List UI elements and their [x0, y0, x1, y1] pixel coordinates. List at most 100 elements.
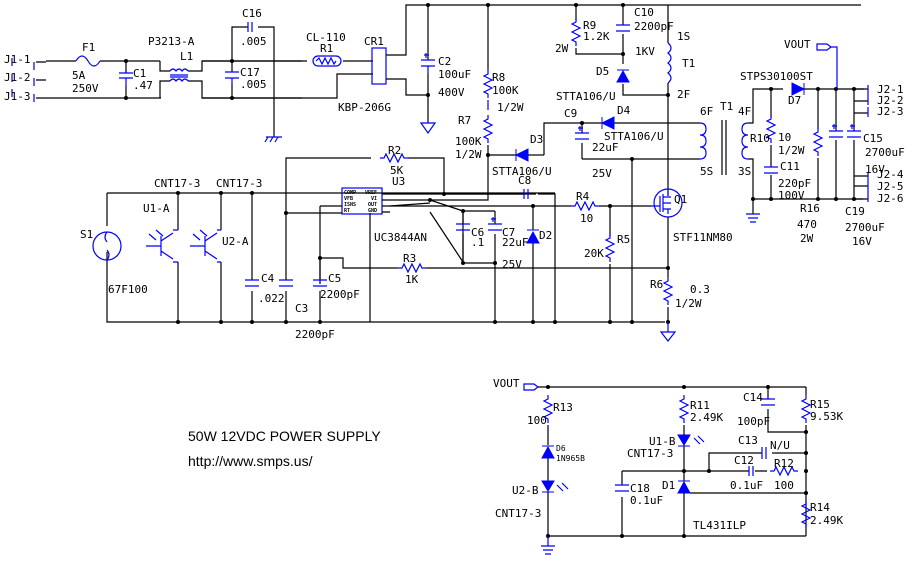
label-r4-value: 10 [580, 212, 593, 225]
capacitor-c8 [523, 189, 529, 199]
label-c6-value: .1 [471, 236, 484, 249]
input-connector-j1 [11, 58, 46, 102]
primary-ground-icon-2 [659, 322, 677, 342]
capacitor-c2 [421, 53, 435, 73]
capacitor-c5 [313, 279, 327, 287]
label-c9-value: 22uF [592, 141, 619, 154]
label-c14-value: 100pF [737, 415, 770, 428]
label-r16-wattage: 2W [800, 232, 814, 245]
resistor-r15 [801, 394, 811, 424]
label-c7-value: 22uF [502, 236, 529, 249]
label-d1: D1 [662, 479, 675, 492]
u3-pin-vfb: VFB [344, 196, 353, 202]
label-c11-voltage: 100V [778, 189, 805, 202]
fuse-f1 [75, 55, 101, 67]
label-r15-value: 9.53K [810, 410, 843, 423]
label-cr1: CR1 [364, 35, 384, 48]
resistor-r8 [483, 69, 493, 99]
label-d6: D6 [556, 444, 566, 453]
u3-pin-vref: VREF [365, 190, 377, 196]
resistor-r16 [813, 127, 823, 157]
label-c5: C5 [328, 272, 341, 285]
capacitor-c6 [456, 223, 470, 231]
label-r7: R7 [458, 114, 471, 127]
u3-pin-gnd: GND [368, 208, 377, 214]
label-r7-wattage: 1/2W [455, 148, 482, 161]
label-c6: C6 [471, 226, 484, 239]
label-r3-value: 1K [405, 273, 419, 286]
label-r14-value: 2.49K [810, 514, 843, 527]
label-u1b-part: CNT17-3 [627, 447, 673, 460]
label-r11: R11 [690, 399, 710, 412]
resistor-r7 [483, 114, 493, 144]
label-j2-3: J2-3 [877, 105, 904, 118]
label-r13-value: 100 [527, 414, 547, 427]
label-c13-value: N/U [770, 439, 790, 452]
label-j2-6: J2-6 [877, 192, 904, 205]
capacitor-c16 [247, 22, 253, 32]
label-r7-value: 100K [455, 135, 482, 148]
label-c4-value: .022 [258, 292, 285, 305]
label-r6-value: 0.3 [690, 283, 710, 296]
vout-port-icon-2 [523, 383, 539, 391]
label-r12: R12 [774, 457, 794, 470]
label-u1b: U1-B [649, 435, 676, 448]
label-u1a: U1-A [143, 202, 170, 215]
label-d5-part: STTA106/U [556, 90, 616, 103]
label-d7: D7 [788, 94, 801, 107]
label-r3: R3 [403, 252, 416, 265]
transformer-t1-core [721, 120, 727, 175]
diode-d4 [600, 116, 615, 130]
label-j2-4: J2-4 [877, 168, 904, 181]
label-r1-part: CL-110 [306, 31, 346, 44]
label-c16: C16 [242, 7, 262, 20]
resistor-r4 [570, 201, 600, 211]
resistor-r11 [679, 394, 689, 424]
label-u3: U3 [392, 175, 405, 188]
label-c14: C14 [743, 391, 763, 404]
capacitor-c18 [615, 484, 629, 492]
bridge-rectifier-cr1 [371, 47, 387, 85]
input-wires [46, 60, 161, 99]
label-r10: R10 [750, 132, 770, 145]
label-d4-part: STTA106/U [604, 130, 664, 143]
label-c19: C19 [845, 205, 865, 218]
label-l1-part: P3213-A [148, 35, 195, 48]
label-s1-part: 67F100 [108, 283, 148, 296]
schematic-title: 50W 12VDC POWER SUPPLY [188, 428, 381, 444]
label-u3-part: UC3844AN [374, 231, 427, 244]
zener-d2 [526, 229, 540, 244]
label-cnt17-3-a: CNT17-3 [154, 177, 200, 190]
label-d7-part: STPS30100ST [740, 70, 813, 83]
label-r1: R1 [320, 42, 333, 55]
label-c3: C3 [295, 302, 308, 315]
label-t1-4f: 4F [738, 105, 751, 118]
capacitor-c12 [748, 466, 754, 476]
label-c15-value: 2700uF [865, 146, 905, 159]
label-r16-value: 470 [797, 218, 817, 231]
label-r11-value: 2.49K [690, 411, 723, 424]
label-c15: C15 [863, 132, 883, 145]
label-s1: S1 [80, 228, 93, 241]
label-j1-3: J1-3 [4, 90, 31, 103]
label-c1-value: .47 [133, 79, 153, 92]
label-d6-part: 1N965B [556, 454, 585, 463]
label-r9-value: 1.2K [583, 30, 610, 43]
diode-d5 [616, 69, 630, 83]
label-c11-value: 220pF [778, 177, 811, 190]
label-c10-value: 2200pF [634, 20, 674, 33]
label-q1-part: STF11NM80 [673, 231, 733, 244]
optocoupler-u2b-led [541, 480, 555, 493]
label-c3-value: 2200pF [295, 328, 335, 341]
label-r15: R15 [810, 398, 830, 411]
capacitor-c7 [488, 217, 502, 231]
label-c17-value: .005 [240, 78, 267, 91]
u3-pin-rt: RT [344, 208, 350, 214]
label-j1-2: J1-2 [4, 71, 31, 84]
resistor-r6 [663, 276, 673, 306]
vout-port-icon [816, 43, 838, 89]
label-c15-voltage: 16V [865, 163, 885, 176]
website-url: http://www.smps.us/ [188, 453, 313, 469]
label-j1-1: J1-1 [4, 53, 31, 66]
